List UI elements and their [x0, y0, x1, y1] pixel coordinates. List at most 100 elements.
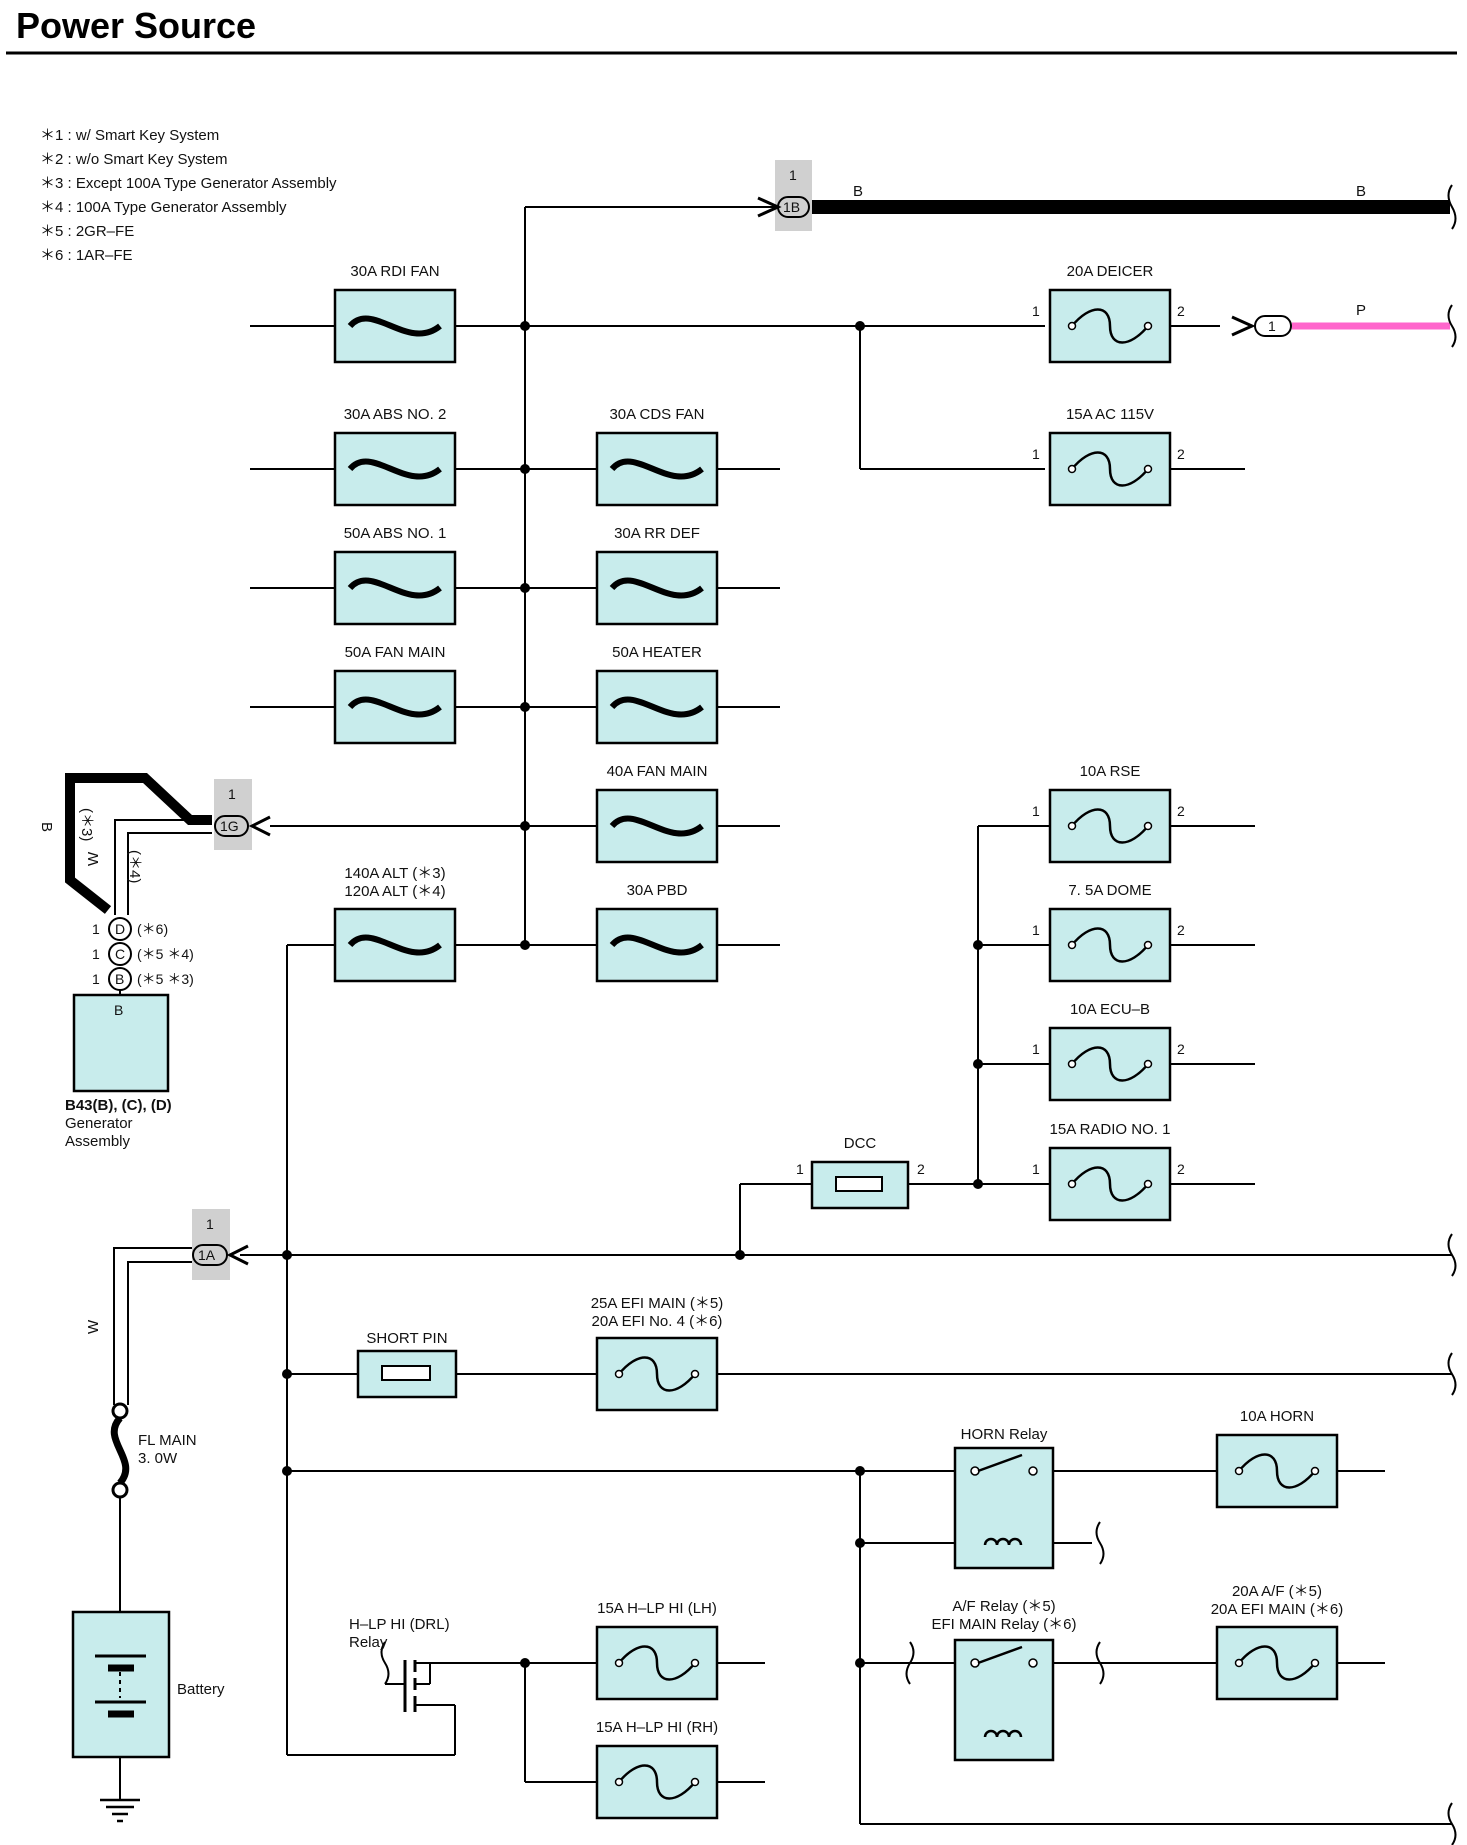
gen-pin-number: 1: [92, 946, 100, 962]
wire-generator-w-outer: [114, 819, 212, 915]
gen-pin: C: [115, 946, 125, 962]
gen-pin: B: [115, 971, 124, 987]
relay-label: H–LP HI (DRL): [349, 1616, 450, 1633]
fuse-50a-heater: 50A HEATER: [595, 644, 719, 745]
fuse-10a-rse: 10A RSE 1 2: [1032, 763, 1185, 864]
pin-label: 1: [796, 1161, 804, 1177]
connector-label: 1G: [220, 818, 239, 834]
wire-breaks: [380, 184, 1457, 1845]
gen-pin-number: 1: [92, 921, 100, 937]
wire-color-label: W: [85, 851, 102, 866]
fuse-label: 30A RR DEF: [614, 525, 700, 542]
legend-item: ＊6 : 1AR–FE: [40, 247, 133, 264]
generator-assembly: D C B 1 1 1 (＊6) (＊5 ＊4) (＊5 ＊3) B B43(B…: [65, 917, 194, 1150]
fuse-label: 50A ABS NO. 1: [344, 525, 447, 542]
fuse-15a-radio-no1: 15A RADIO NO. 1 1 2: [1032, 1121, 1185, 1222]
wire-generator-w-inner: [127, 832, 212, 915]
connector-1a: 1 1A: [192, 1209, 249, 1280]
fuse-label: 25A EFI MAIN (＊5): [591, 1295, 724, 1312]
pin-label: 2: [917, 1161, 925, 1177]
wire-main-w-inner: [127, 1261, 200, 1405]
fl-main-name: FL MAIN: [138, 1432, 197, 1449]
fuse-label: 120A ALT (＊4): [344, 883, 445, 900]
wire-color-label: B: [853, 183, 863, 200]
legend-item: ＊3 : Except 100A Type Generator Assembly: [40, 175, 337, 192]
pin-label: 1: [1032, 1041, 1040, 1057]
fuse-label: 50A FAN MAIN: [345, 644, 446, 661]
wire-main-w-outer: [113, 1247, 200, 1405]
wires: [119, 206, 1452, 1825]
fuse-alt: 140A ALT (＊3) 120A ALT (＊4): [333, 865, 457, 983]
connector-1b: 1 1B: [757, 160, 812, 231]
wire-note-label: (＊3): [78, 808, 95, 841]
wire-generator-b: [65, 773, 212, 914]
fuse-label: SHORT PIN: [366, 1330, 447, 1347]
hlp-hi-drl-relay: H–LP HI (DRL) Relay: [349, 1616, 450, 1712]
pin-label: 2: [1177, 1041, 1185, 1057]
page-title: Power Source: [16, 5, 256, 46]
fuse-label: 20A EFI No. 4 (＊6): [592, 1313, 723, 1330]
connector-1g: 1 1G: [214, 779, 271, 850]
gen-box-label: B: [114, 1002, 123, 1018]
relay-label: HORN Relay: [961, 1426, 1048, 1443]
fuse-30a-pbd: 30A PBD: [595, 882, 719, 983]
legend-item: ＊4 : 100A Type Generator Assembly: [40, 199, 287, 216]
gen-name: Generator: [65, 1115, 133, 1132]
connector-pin: 1: [206, 1216, 214, 1232]
gen-id: B43(B), (C), (D): [65, 1097, 172, 1114]
pin-label: 1: [1032, 303, 1040, 319]
fuse-label: 50A HEATER: [612, 644, 702, 661]
fuse-10a-horn: 10A HORN: [1215, 1408, 1339, 1509]
fuse-label: 30A PBD: [627, 882, 688, 899]
fuse-label: 20A EFI MAIN (＊6): [1211, 1601, 1344, 1618]
connector-pin: 1: [789, 167, 797, 183]
fuse-30a-rdi-fan: 30A RDI FAN: [333, 263, 457, 364]
af-relay: A/F Relay (＊5) EFI MAIN Relay (＊6): [931, 1598, 1077, 1762]
legend-item: ＊5 : 2GR–FE: [40, 223, 134, 240]
horn-relay: HORN Relay: [953, 1426, 1055, 1570]
connector-label: 1A: [198, 1247, 216, 1263]
fuse-label: 140A ALT (＊3): [344, 865, 445, 882]
fuse-af: 20A A/F (＊5) 20A EFI MAIN (＊6): [1211, 1583, 1344, 1701]
fuse-label: 15A H–LP HI (LH): [597, 1600, 717, 1617]
fuse-label: 40A FAN MAIN: [607, 763, 708, 780]
fuse-label: 10A ECU–B: [1070, 1001, 1150, 1018]
wire-color-label: W: [85, 1319, 102, 1334]
fuse-30a-abs-no2: 30A ABS NO. 2: [333, 406, 457, 507]
fl-main-value: 3. 0W: [138, 1450, 178, 1467]
fuse-label: 15A AC 115V: [1066, 406, 1154, 423]
fuse-label: 30A CDS FAN: [609, 406, 704, 423]
fuse-30a-cds-fan: 30A CDS FAN: [595, 406, 719, 507]
pin-label: 2: [1177, 446, 1185, 462]
pin-label: 1: [1032, 446, 1040, 462]
fuse-label: 15A RADIO NO. 1: [1050, 1121, 1171, 1138]
legend: ＊1 : w/ Smart Key System ＊2 : w/o Smart …: [40, 127, 337, 264]
pin-label: 2: [1177, 303, 1185, 319]
fuse-label: 10A HORN: [1240, 1408, 1314, 1425]
fuse-label: DCC: [844, 1135, 877, 1152]
wire-color-label: B: [38, 822, 55, 832]
fl-main-fusible-link: FL MAIN 3. 0W: [110, 1402, 197, 1499]
connector-1: 1: [1231, 315, 1292, 337]
fuse-10a-ecu-b: 10A ECU–B 1 2: [1032, 1001, 1185, 1102]
pin-label: 1: [1032, 922, 1040, 938]
fuse-label: 30A RDI FAN: [350, 263, 439, 280]
relay-label: EFI MAIN Relay (＊6): [931, 1616, 1076, 1633]
battery-label: Battery: [177, 1681, 225, 1698]
fuse-15a-ac-115v: 15A AC 115V 1 2: [1032, 406, 1185, 507]
fuse-label: 30A ABS NO. 2: [344, 406, 447, 423]
gen-pin: D: [115, 921, 125, 937]
gen-pin-note: (＊5 ＊3): [137, 971, 194, 987]
fuse-efi-main: 25A EFI MAIN (＊5) 20A EFI No. 4 (＊6): [591, 1295, 724, 1412]
fuse-dcc: DCC 1 2: [796, 1135, 925, 1210]
pin-label: 1: [1032, 1161, 1040, 1177]
fuse-20a-deicer: 20A DEICER 1 2: [1032, 263, 1185, 364]
relay-label: Relay: [349, 1634, 388, 1651]
pin-label: 2: [1177, 803, 1185, 819]
gen-name: Assembly: [65, 1133, 131, 1150]
fuse-15a-hlp-hi-lh: 15A H–LP HI (LH): [595, 1600, 719, 1701]
fuse-40a-fan-main: 40A FAN MAIN: [595, 763, 719, 864]
pin-label: 2: [1177, 922, 1185, 938]
gen-pin-note: (＊5 ＊4): [137, 946, 194, 962]
